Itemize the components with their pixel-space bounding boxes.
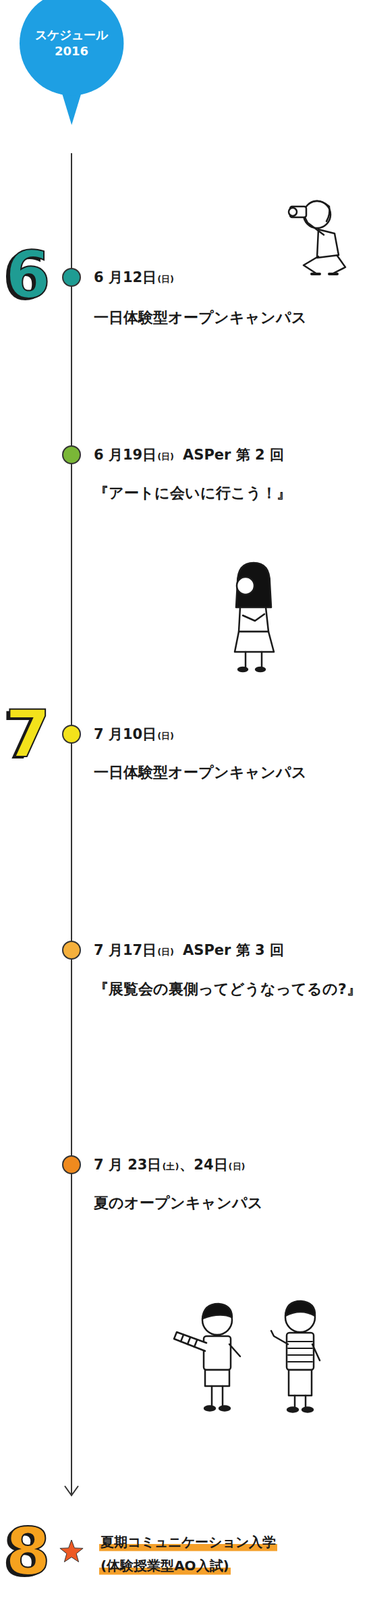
text-row: 7: [5, 701, 51, 767]
binocular-man-figure: [288, 201, 346, 274]
figure-shorts: [205, 1369, 230, 1386]
timeline-dots: [62, 268, 81, 1174]
weekday: (土): [161, 1160, 179, 1173]
figure-pointing-arm: [174, 1331, 207, 1351]
figure-legs: [294, 1394, 306, 1408]
figure-arms: [242, 613, 265, 621]
figure-arm: [271, 1330, 289, 1344]
girl-figure: [234, 562, 274, 672]
event-title: 『アートに会いに行こう！』: [93, 482, 292, 504]
bubble-circle: [19, 0, 124, 96]
figure-hair: [308, 201, 330, 222]
text-row: 7 月17日(日) ASPer 第 3 回: [93, 940, 284, 960]
bubble-text: スケジュール 2016: [27, 26, 116, 61]
text-row: 一日体験型オープンキャンパス: [93, 762, 307, 783]
text-row: 6: [5, 242, 51, 308]
event-title: 一日体験型オープンキャンパス: [93, 307, 307, 328]
text-row: 『展覧会の裏側ってどうなってるの?』: [93, 978, 362, 1000]
figure-arm: [229, 1343, 241, 1356]
listening-kid-figure: [271, 1300, 320, 1412]
figure-arm: [304, 217, 324, 235]
timeline-arrowhead: [64, 1485, 79, 1495]
figure-face: [236, 576, 255, 595]
event-series: ASPer 第 3 回: [182, 940, 284, 960]
event-series: ASPer 第 2 回: [182, 445, 284, 465]
schedule-bubble: スケジュール 2016: [19, 0, 124, 96]
figure-hair: [202, 1303, 233, 1319]
pointing-kid-figure: [174, 1303, 241, 1411]
month-numeral: 7: [5, 701, 51, 767]
text-row: 6 月12日(日): [93, 267, 175, 287]
figure-legs: [211, 1385, 223, 1406]
figure-shoe: [302, 1407, 313, 1412]
timeline-line: [70, 153, 73, 1494]
sleeve-stripes: [180, 1334, 197, 1347]
event-date: 、24日: [179, 1154, 228, 1174]
figure-body: [317, 229, 339, 258]
text-row: 夏期コミュニケーション入学: [99, 1532, 278, 1551]
weekday: (日): [157, 273, 175, 286]
binocular-lens: [288, 207, 297, 216]
event-dot: [62, 268, 81, 287]
event-title: 『展覧会の裏側ってどうなってるの?』: [93, 978, 362, 1000]
text-row: 一日体験型オープンキャンパス: [93, 307, 307, 328]
weekday: (日): [157, 729, 175, 742]
figure-blouse: [238, 607, 269, 632]
figure-shirt: [203, 1335, 231, 1370]
figure-arm: [312, 1343, 320, 1360]
text-row: 『アートに会いに行こう！』: [93, 482, 292, 504]
text-row: 8: [5, 1519, 51, 1584]
figure-legs: [303, 255, 346, 274]
event-dot: [62, 1155, 81, 1174]
event-date: 7 月17日: [93, 940, 157, 960]
text-row: 7 月10日(日): [93, 724, 175, 744]
timeline-axis: [64, 153, 79, 1495]
figure-shoe: [204, 1405, 216, 1411]
bubble-title: スケジュール 2016: [27, 26, 116, 61]
figure-shoe: [219, 1405, 231, 1411]
weekday: (日): [157, 945, 175, 958]
month-numeral: 6: [5, 242, 51, 308]
text-row: 7 月 23日(土)、24日(日): [93, 1154, 246, 1174]
text-row: 6 月19日(日) ASPer 第 2 回: [93, 445, 284, 465]
event-title: 夏のオープンキャンパス: [93, 1192, 264, 1213]
entrance-exam-title: 夏期コミュニケーション入学: [99, 1532, 278, 1551]
event-date: 6 月19日: [93, 445, 157, 465]
figure-pants: [288, 1369, 312, 1395]
figure-shoe: [238, 667, 248, 672]
month-numeral: 8: [5, 1519, 51, 1584]
shirt-stripes: [288, 1340, 313, 1362]
figure-shoes: [311, 272, 338, 276]
weekday: (日): [228, 1160, 246, 1173]
event-title: 一日体験型オープンキャンパス: [93, 762, 307, 783]
event-date: 7 月 23日: [93, 1154, 162, 1174]
figure-head: [303, 201, 331, 228]
text-row: 夏のオープンキャンパス: [93, 1192, 264, 1213]
event-dot: [62, 940, 81, 959]
figure-shoe: [255, 667, 266, 672]
figure-skirt: [234, 631, 274, 652]
figure-shirt: [286, 1332, 314, 1370]
event-dot: [62, 445, 81, 464]
event-date: 6 月12日: [93, 267, 157, 287]
star-marker: [60, 1539, 83, 1562]
figure-hair: [236, 562, 272, 608]
event-dot: [62, 725, 81, 743]
figure-shoe: [287, 1407, 299, 1412]
figure-hair: [285, 1300, 316, 1316]
weekday: (日): [157, 450, 175, 463]
event-date: 7 月10日: [93, 724, 157, 744]
entrance-exam-title: (体験授業型AO入試): [99, 1556, 231, 1575]
text-row: (体験授業型AO入試): [99, 1556, 231, 1575]
figure-legs: [245, 651, 262, 668]
